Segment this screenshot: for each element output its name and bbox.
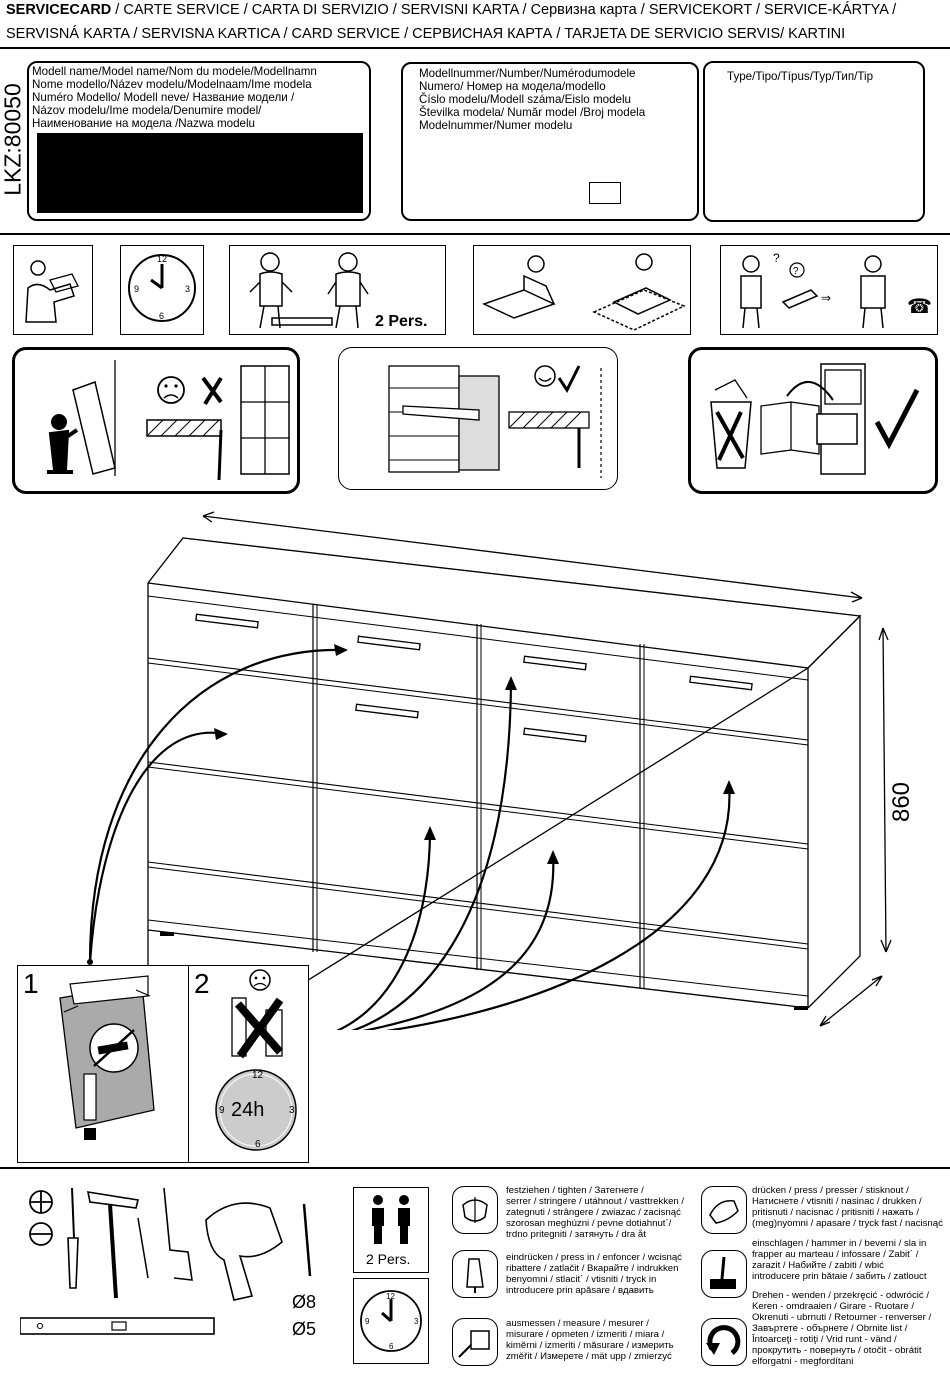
hammer-text: einschlagen / hammer in / beverni / sla … xyxy=(752,1238,927,1282)
step-clock-3: 3 xyxy=(289,1105,295,1116)
svg-text:12: 12 xyxy=(157,254,167,264)
width-dimension-line xyxy=(202,515,863,599)
press-icon xyxy=(701,1186,747,1234)
svg-text:?: ? xyxy=(773,251,780,265)
height-dimension-line xyxy=(882,627,887,953)
depth-dimension-line xyxy=(819,975,883,1027)
info-rule xyxy=(0,233,950,235)
step-clock-6: 6 xyxy=(255,1139,261,1150)
tools-rule xyxy=(0,1167,950,1169)
clock-24h-label: 24h xyxy=(231,1099,265,1121)
spirit-level-icon xyxy=(20,1317,215,1335)
call-support-icon: ?? ⇒ ☎ xyxy=(720,245,938,335)
unpack-on-carpet-icon xyxy=(473,245,691,335)
press-text: drücken / press / presser / stisknout / … xyxy=(752,1185,943,1229)
svg-text:9: 9 xyxy=(365,1317,370,1326)
header-line-2: SERVISNÁ KARTA / SERVISNA KARTICA / CARD… xyxy=(6,26,846,42)
telephone-icon: ☎ xyxy=(907,296,932,318)
assembly-time-box: 12 3 6 9 xyxy=(353,1278,429,1364)
care-steps-panel: 1 2 12 3 6 9 24h xyxy=(17,965,309,1163)
press-in-icon xyxy=(452,1250,498,1298)
wall-mount-correct-box xyxy=(338,347,618,490)
two-persons-carry-icon: 2 Pers. xyxy=(229,245,446,335)
drill-size-8: Ø8 xyxy=(292,1292,317,1312)
model-name-box: Modell name/Model name/Nom du modele/Mod… xyxy=(27,61,371,221)
svg-text:12: 12 xyxy=(386,1292,395,1301)
servicecard-title: SERVICECARD xyxy=(6,2,112,18)
height-label: 860 xyxy=(888,781,915,823)
drying-clock-icon xyxy=(215,1069,297,1151)
tip-over-warning-box xyxy=(12,347,300,494)
svg-text:⇒: ⇒ xyxy=(821,291,831,305)
two-persons-label: 2 Pers. xyxy=(375,313,428,330)
svg-text:3: 3 xyxy=(185,284,190,294)
step-1-illustration xyxy=(59,975,155,1140)
turn-over-icon xyxy=(701,1318,747,1366)
svg-text:3: 3 xyxy=(414,1317,419,1326)
tools-illustration xyxy=(20,1187,312,1335)
keep-instructions-box xyxy=(688,347,938,494)
tighten-text: festziehen / tighten / Затегнете / serre… xyxy=(506,1185,685,1240)
model-name-redacted xyxy=(37,133,363,213)
model-number-label: Modellnummer/Number/Numérodumodele Numer… xyxy=(419,67,646,132)
cleaning-arrows xyxy=(88,648,731,1030)
turn-over-text: Drehen - wenden / przekręcić - odwrócić … xyxy=(752,1290,932,1367)
side-code-wrap: LKZ:80050 xyxy=(0,62,26,214)
svg-text:6: 6 xyxy=(159,311,164,321)
header-line-1: SERVICECARD / CARTE SERVICE / CARTA DI S… xyxy=(6,2,896,19)
svg-text:?: ? xyxy=(793,266,799,277)
type-box: Type/Tipo/Típus/Typ/Тип/Tip xyxy=(703,61,925,222)
measure-text: ausmessen / measure / mesurer / misurare… xyxy=(506,1318,674,1362)
drill-bit-icon xyxy=(302,1203,312,1277)
drill-icon xyxy=(205,1202,283,1301)
step-clock-12: 12 xyxy=(252,1070,264,1081)
step-2-number: 2 xyxy=(194,968,210,999)
step-clock-9: 9 xyxy=(219,1105,225,1116)
drill-size-5: Ø5 xyxy=(292,1319,317,1339)
tools-two-persons-label: 2 Pers. xyxy=(366,1251,411,1267)
height-label-wrap: 860 xyxy=(882,772,922,832)
svg-text:9: 9 xyxy=(134,284,139,294)
side-code: LKZ:80050 xyxy=(0,83,26,196)
model-name-label: Modell name/Model name/Nom du modele/Mod… xyxy=(32,65,317,130)
measure-icon xyxy=(452,1318,498,1366)
step-2-no-chemicals-illustration xyxy=(231,969,284,1059)
hammer-icon xyxy=(701,1250,747,1298)
tighten-icon xyxy=(452,1186,498,1234)
svg-text:6: 6 xyxy=(389,1342,394,1351)
read-instructions-icon xyxy=(13,245,93,335)
model-number-field[interactable] xyxy=(589,182,621,204)
two-persons-box: 2 Pers. xyxy=(353,1187,429,1273)
step-1-number: 1 xyxy=(23,968,39,999)
sideboard-drawing xyxy=(87,511,892,1030)
press-in-text: eindrücken / press in / enfoncer / wcisn… xyxy=(506,1252,682,1296)
model-number-box: Modellnummer/Number/Numérodumodele Numer… xyxy=(401,62,699,221)
header-line-1-rest: / CARTE SERVICE / CARTA DI SERVIZIO / SE… xyxy=(111,2,897,18)
clock-time-icon: 12 3 6 9 xyxy=(120,245,204,335)
header-rule xyxy=(0,47,950,49)
type-label: Type/Tipo/Típus/Typ/Тип/Tip xyxy=(727,70,874,83)
